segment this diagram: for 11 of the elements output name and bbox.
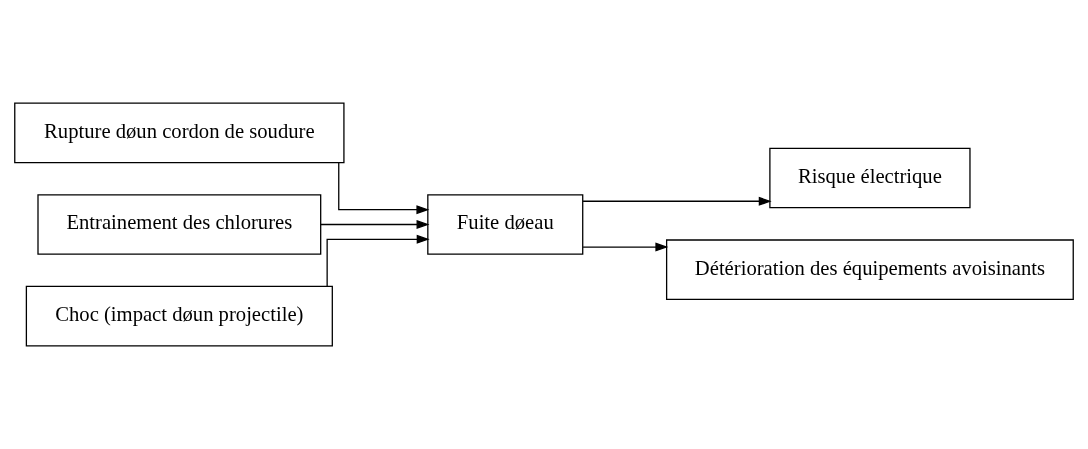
- arrow: [582, 242, 669, 252]
- node-box: Rupture døun cordon de soudure: [14, 102, 345, 164]
- node-box: Choc (impact døun projectile): [25, 285, 333, 347]
- arrow: [338, 162, 430, 215]
- arrow: [326, 234, 430, 287]
- node-box: Entrainement des chlorures: [37, 194, 322, 255]
- node-box: Risque électrique: [769, 147, 971, 209]
- node-box: Détérioration des équipements avoisinants: [666, 239, 1074, 300]
- node-box: Fuite døeau: [427, 194, 584, 255]
- arrow: [320, 220, 430, 229]
- arrow: [582, 196, 772, 206]
